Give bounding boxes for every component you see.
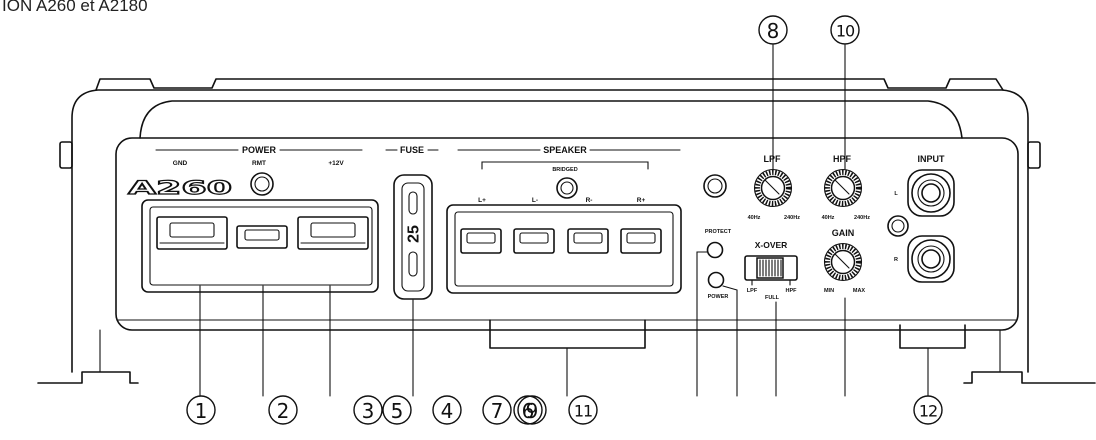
rmt-screw-icon: [250, 172, 274, 196]
svg-text:5: 5: [391, 399, 404, 423]
callout-7: 7: [482, 395, 512, 425]
hpf-min-label: 40Hz: [822, 215, 835, 221]
power-terminal-block: [141, 199, 379, 293]
hpf-max-label: 240Hz: [854, 215, 870, 221]
right-foot: [963, 371, 1096, 384]
rmt-label: RMT: [252, 160, 266, 167]
callout-9: 9: [517, 395, 547, 425]
lpf-section: LPF 40Hz 240Hz: [748, 154, 801, 221]
v12-terminal: [297, 216, 369, 250]
callout-8: 8: [758, 15, 788, 45]
speaker-terminal: [460, 228, 502, 254]
terminal-label-l-plus: L+: [478, 197, 486, 204]
svg-text:10: 10: [836, 22, 855, 41]
terminal-label-r-minus: R-: [586, 197, 593, 204]
svg-text:8: 8: [767, 19, 780, 43]
lpf-min-label: 40Hz: [748, 215, 761, 221]
xover-hpf-label: HPF: [786, 288, 798, 294]
terminal-label-l-minus: L-: [532, 197, 538, 204]
hpf-title: HPF: [833, 154, 852, 164]
svg-text:6: 6: [522, 399, 535, 423]
power-led-icon: [707, 271, 725, 289]
svg-text:9: 9: [526, 399, 539, 423]
power-led-label: POWER: [708, 294, 729, 300]
bridged-label: BRIDGED: [552, 167, 577, 173]
gnd-label: GND: [173, 160, 188, 167]
screw-icon: [887, 215, 909, 237]
led-section: PROTECT POWER: [703, 174, 732, 300]
leader-lines: [199, 44, 929, 397]
model-logo: A260: [128, 177, 232, 199]
fuse-section: FUSE 25: [385, 145, 439, 300]
power-title: POWER: [242, 145, 277, 155]
callout-11: 11: [568, 395, 598, 425]
left-foot: [37, 371, 139, 384]
input-bracket: [899, 324, 966, 349]
v12-label: +12V: [328, 160, 344, 167]
svg-text:7: 7: [491, 399, 504, 423]
hpf-section: HPF 40Hz 240Hz: [822, 154, 871, 221]
speaker-terminal: [567, 228, 609, 254]
gain-max-label: MAX: [853, 288, 866, 294]
amplifier-housing: [37, 78, 1096, 384]
svg-text:1: 1: [195, 399, 208, 423]
svg-text:12: 12: [919, 402, 937, 421]
svg-text:2: 2: [277, 399, 290, 423]
input-section: INPUT L R: [894, 154, 966, 349]
gain-section: GAIN MIN MAX: [823, 228, 866, 294]
callout-3: 3: [353, 395, 383, 425]
screw-icon: [703, 174, 727, 198]
bridged-bracket: [481, 161, 649, 170]
right-side-tab: [1027, 141, 1041, 169]
gain-min-label: MIN: [824, 288, 834, 294]
xover-switch: [744, 255, 798, 286]
callout-12: 12: [913, 395, 943, 425]
fuse-rating: 25: [406, 225, 423, 243]
callout-2: 2: [268, 395, 298, 425]
input-left-label: L: [894, 191, 898, 197]
gain-title: GAIN: [832, 228, 855, 238]
protect-label: PROTECT: [705, 229, 732, 235]
fuse-holder: 25: [393, 174, 433, 300]
lpf-max-label: 240Hz: [784, 215, 800, 221]
caption: ION A260 et A2180: [2, 0, 148, 15]
left-side-tab: [59, 141, 73, 169]
power-section: POWER GND RMT +12V: [141, 145, 379, 293]
gnd-terminal: [156, 216, 228, 250]
speaker-terminal: [513, 228, 555, 254]
callout-1: 1: [186, 395, 216, 425]
speaker-bracket: [489, 319, 646, 349]
svg-text:11: 11: [574, 402, 592, 421]
protect-led-icon: [706, 241, 724, 259]
lpf-knob-icon: [753, 168, 793, 208]
xover-section: X-OVER LPF FULL HPF: [744, 240, 798, 301]
svg-text:4: 4: [441, 399, 454, 423]
callout-10: 10: [830, 15, 860, 45]
speaker-terminal-block: [446, 204, 682, 294]
speaker-title: SPEAKER: [543, 145, 587, 155]
input-title: INPUT: [918, 154, 946, 164]
xover-title: X-OVER: [755, 240, 788, 250]
input-right-label: R: [894, 257, 898, 263]
lpf-title: LPF: [764, 154, 782, 164]
rmt-terminal: [236, 225, 288, 249]
xover-lpf-label: LPF: [747, 288, 758, 294]
front-panel: [115, 137, 1019, 331]
callout-5: 5: [382, 395, 412, 425]
svg-text:3: 3: [362, 399, 375, 423]
speaker-terminal: [620, 228, 662, 254]
gain-knob-icon: [823, 242, 863, 282]
xover-full-label: FULL: [765, 295, 780, 301]
bridged-screw-icon: [556, 177, 578, 199]
callout-4: 4: [432, 395, 462, 425]
rca-jack-left-icon: [907, 169, 955, 217]
hpf-knob-icon: [823, 168, 863, 208]
terminal-label-r-plus: R+: [637, 197, 646, 204]
fuse-title: FUSE: [400, 145, 424, 155]
rca-jack-right-icon: [907, 235, 955, 283]
speaker-section: SPEAKER BRIDGED L+ L- R- R+: [446, 145, 682, 349]
